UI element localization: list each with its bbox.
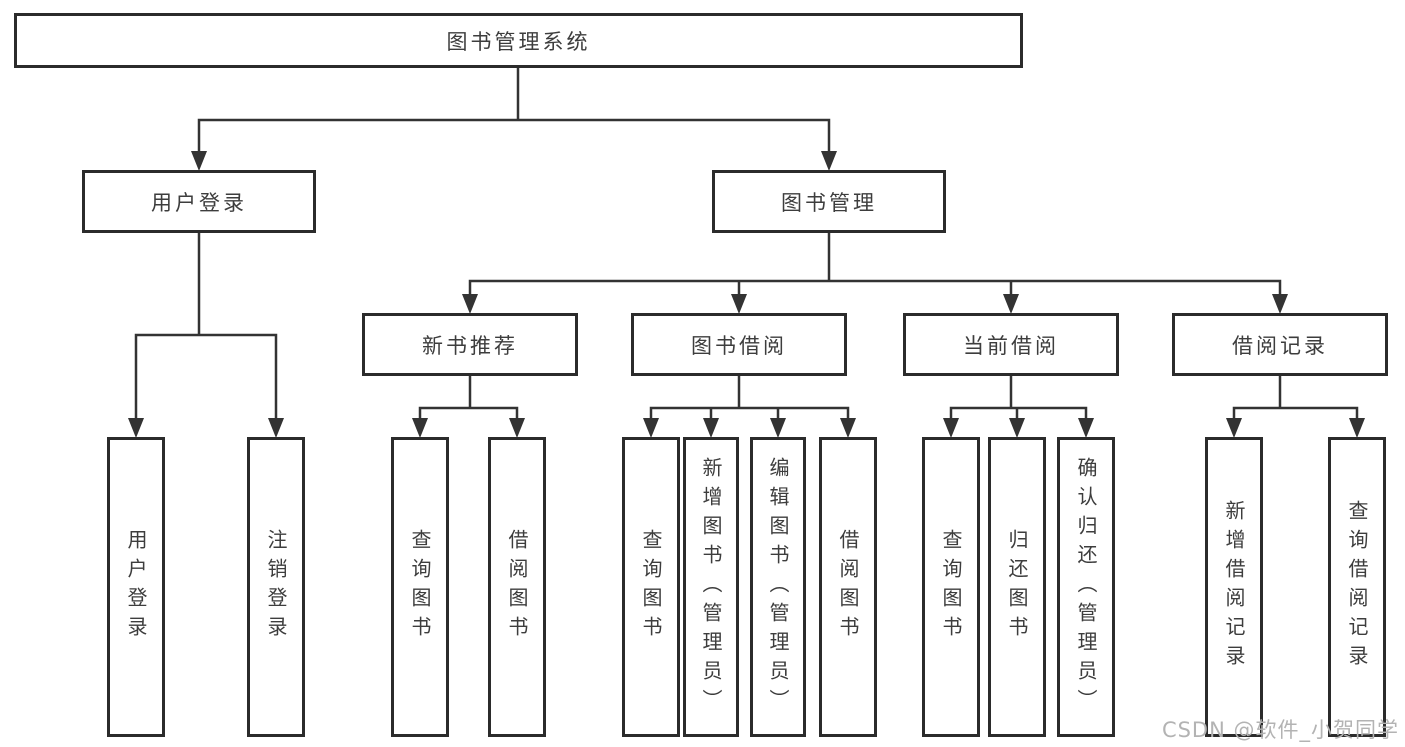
node-label: 图书管理系统 <box>446 29 591 54</box>
arrowhead <box>821 151 837 171</box>
arrowhead <box>643 418 659 438</box>
node-new-book-recommend: 新书推荐 <box>362 313 578 376</box>
arrowhead <box>412 418 428 438</box>
connector-current-borrow-to-leaves <box>943 374 1094 438</box>
node-label: 借阅记录 <box>1232 333 1328 358</box>
leaf-label: 确认归还（管理员） <box>1074 456 1098 718</box>
leaf-edit-books-admin: 编辑图书（管理员） <box>750 437 806 737</box>
leaf-add-borrow-record: 新增借阅记录 <box>1205 437 1263 737</box>
connector-root-to-level2 <box>191 66 837 171</box>
node-book-borrow: 图书借阅 <box>631 313 847 376</box>
leaf-label: 查询图书 <box>939 529 963 645</box>
leaf-borrow-books-recommend: 借阅图书 <box>488 437 546 737</box>
connector-book-management-to-level3 <box>462 231 1288 314</box>
node-book-management: 图书管理 <box>712 170 946 233</box>
leaf-borrow-books: 借阅图书 <box>819 437 877 737</box>
leaf-label: 查询图书 <box>408 529 432 645</box>
arrowhead <box>840 418 856 438</box>
arrowhead <box>731 294 747 314</box>
arrowhead <box>1226 418 1242 438</box>
leaf-query-books-current: 查询图书 <box>922 437 980 737</box>
leaf-return-books: 归还图书 <box>988 437 1046 737</box>
leaf-label: 注销登录 <box>264 529 288 645</box>
arrowhead <box>1003 294 1019 314</box>
node-label: 图书管理 <box>781 190 877 215</box>
leaf-label: 新增图书（管理员） <box>699 456 723 718</box>
csdn-watermark: CSDN @软件_小贺同学 <box>1161 718 1399 742</box>
arrowhead <box>128 418 144 438</box>
node-borrow-records: 借阅记录 <box>1172 313 1388 376</box>
arrowhead <box>703 418 719 438</box>
leaf-user-login: 用户登录 <box>107 437 165 737</box>
node-label: 新书推荐 <box>422 333 518 358</box>
leaf-label: 用户登录 <box>124 529 148 645</box>
arrowhead <box>1078 418 1094 438</box>
leaf-label: 归还图书 <box>1005 529 1029 645</box>
node-label: 当前借阅 <box>963 333 1059 358</box>
leaf-label: 借阅图书 <box>836 529 860 645</box>
arrowhead <box>770 418 786 438</box>
leaf-label: 查询借阅记录 <box>1345 500 1369 674</box>
arrowhead <box>509 418 525 438</box>
node-user-login: 用户登录 <box>82 170 316 233</box>
arrowhead <box>268 418 284 438</box>
leaf-add-books-admin: 新增图书（管理员） <box>683 437 739 737</box>
connector-book-borrow-to-leaves <box>643 374 856 438</box>
node-label: 图书借阅 <box>691 333 787 358</box>
node-label: 用户登录 <box>151 190 247 215</box>
leaf-label: 查询图书 <box>639 529 663 645</box>
node-current-borrow: 当前借阅 <box>903 313 1119 376</box>
leaf-label: 借阅图书 <box>505 529 529 645</box>
arrowhead <box>1349 418 1365 438</box>
leaf-query-books-borrow: 查询图书 <box>622 437 680 737</box>
connector-user-login-to-leaves <box>128 231 284 438</box>
leaf-query-borrow-record: 查询借阅记录 <box>1328 437 1386 737</box>
connector-borrow-records-to-leaves <box>1226 374 1365 438</box>
node-library-management-system: 图书管理系统 <box>14 13 1023 68</box>
arrowhead <box>462 294 478 314</box>
leaf-label: 新增借阅记录 <box>1222 500 1246 674</box>
arrowhead <box>1272 294 1288 314</box>
arrowhead <box>1009 418 1025 438</box>
connector-new-book-recommend-to-leaves <box>412 374 525 438</box>
leaf-confirm-return-admin: 确认归还（管理员） <box>1057 437 1115 737</box>
arrowhead <box>191 151 207 171</box>
arrowhead <box>943 418 959 438</box>
leaf-query-books-recommend: 查询图书 <box>391 437 449 737</box>
leaf-label: 编辑图书（管理员） <box>766 456 790 718</box>
leaf-logout: 注销登录 <box>247 437 305 737</box>
